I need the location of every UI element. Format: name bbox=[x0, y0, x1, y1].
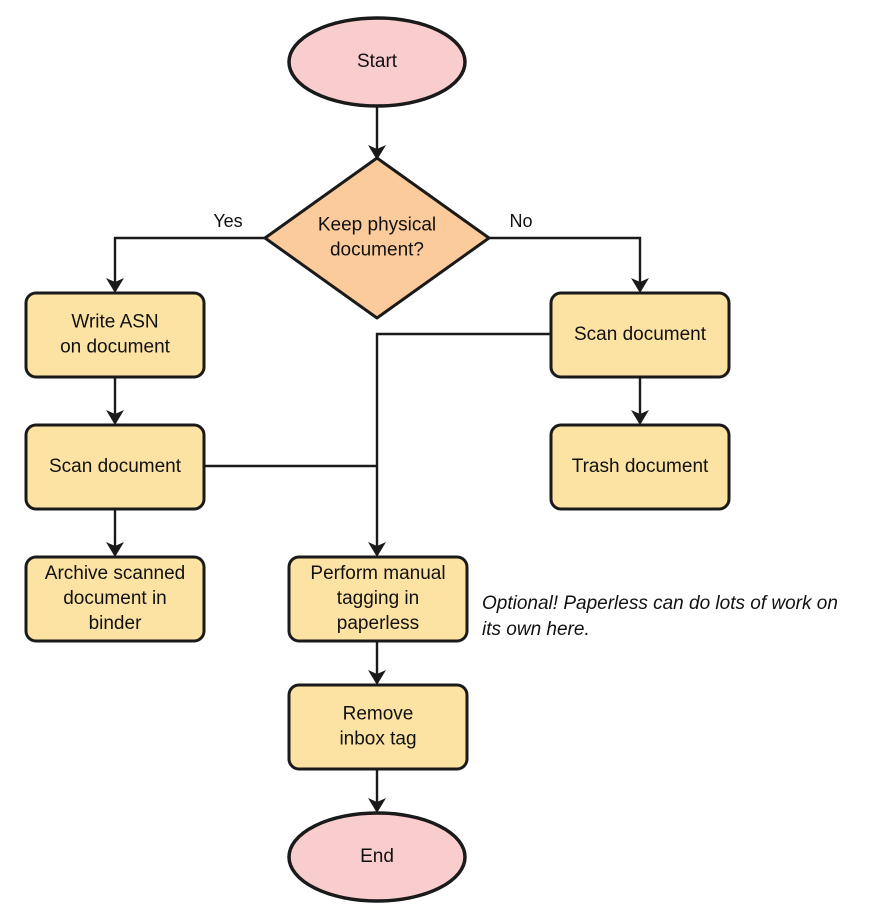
node-shape-rect bbox=[24, 423, 206, 511]
annotations-layer: Optional! Paperless can do lots of work … bbox=[482, 593, 838, 640]
node-label: document? bbox=[330, 240, 424, 261]
node-label: Write ASN bbox=[71, 312, 158, 333]
annotation-line: Optional! Paperless can do lots of work … bbox=[482, 593, 838, 614]
node-shape-rect bbox=[24, 291, 206, 379]
node-label: document in bbox=[63, 588, 167, 609]
edge-start-to-decision bbox=[368, 106, 386, 160]
edge-label: No bbox=[509, 211, 532, 231]
node-shape-ellipse bbox=[287, 811, 467, 903]
node-write-asn[interactable]: Write ASN on document bbox=[24, 291, 206, 379]
arrowhead-icon bbox=[368, 542, 386, 557]
annotation-line: its own here. bbox=[482, 619, 590, 640]
edge-tagging-to-remove-tag bbox=[368, 641, 386, 685]
edge-line bbox=[375, 332, 551, 555]
node-label: Archive scanned bbox=[45, 563, 185, 584]
node-scan-document-left[interactable]: Scan document bbox=[24, 423, 206, 511]
node-shape-rect bbox=[287, 555, 469, 643]
edge-line bbox=[113, 236, 265, 291]
node-shape-diamond bbox=[263, 156, 491, 320]
node-start[interactable]: Start bbox=[287, 16, 467, 108]
arrowhead-icon bbox=[368, 670, 386, 685]
node-label: End bbox=[360, 846, 394, 867]
edge-scan-right-to-tagging bbox=[368, 332, 551, 557]
arrowhead-icon bbox=[368, 798, 386, 813]
node-label: Perform manual bbox=[310, 563, 445, 584]
node-shape-rect bbox=[549, 291, 731, 379]
node-label: Scan document bbox=[574, 324, 707, 345]
node-archive-binder[interactable]: Archive scanned document in binder bbox=[24, 555, 206, 643]
arrowhead-icon bbox=[106, 542, 124, 557]
arrowhead-icon bbox=[631, 278, 649, 293]
node-label: Trash document bbox=[572, 456, 709, 477]
edge-decision-yes: Yes bbox=[106, 211, 265, 293]
node-label: Start bbox=[357, 51, 398, 72]
node-scan-document-right[interactable]: Scan document bbox=[549, 291, 731, 379]
edge-decision-no: No bbox=[489, 211, 649, 293]
node-shape-ellipse bbox=[287, 16, 467, 108]
node-shape-rect bbox=[24, 555, 206, 643]
arrowhead-icon bbox=[631, 410, 649, 425]
edge-write-asn-to-scan bbox=[106, 377, 124, 425]
node-keep-physical[interactable]: Keep physical document? bbox=[263, 156, 491, 320]
node-label: paperless bbox=[337, 613, 419, 634]
annotation-optional-note: Optional! Paperless can do lots of work … bbox=[482, 593, 838, 640]
node-manual-tagging[interactable]: Perform manual tagging in paperless bbox=[287, 555, 469, 643]
edge-line bbox=[489, 236, 642, 291]
node-label: inbox tag bbox=[339, 729, 416, 750]
node-shape-rect bbox=[287, 683, 469, 771]
arrowhead-icon bbox=[106, 278, 124, 293]
node-label: Keep physical bbox=[318, 215, 436, 236]
node-label: Remove bbox=[343, 704, 414, 725]
edge-scan-right-to-trash bbox=[631, 377, 649, 425]
edge-remove-tag-to-end bbox=[368, 769, 386, 813]
edge-label: Yes bbox=[213, 211, 242, 231]
node-end[interactable]: End bbox=[287, 811, 467, 903]
node-label: on document bbox=[60, 337, 171, 358]
node-label: Scan document bbox=[49, 456, 182, 477]
edge-scan-left-to-archive bbox=[106, 509, 124, 557]
arrowhead-icon bbox=[368, 145, 386, 160]
node-shape-rect bbox=[549, 423, 731, 511]
edges-layer: Yes No bbox=[106, 106, 649, 813]
arrowhead-icon bbox=[106, 410, 124, 425]
node-remove-inbox-tag[interactable]: Remove inbox tag bbox=[287, 683, 469, 771]
node-trash-document[interactable]: Trash document bbox=[549, 423, 731, 511]
node-label: binder bbox=[89, 613, 142, 634]
node-label: tagging in bbox=[337, 588, 419, 609]
